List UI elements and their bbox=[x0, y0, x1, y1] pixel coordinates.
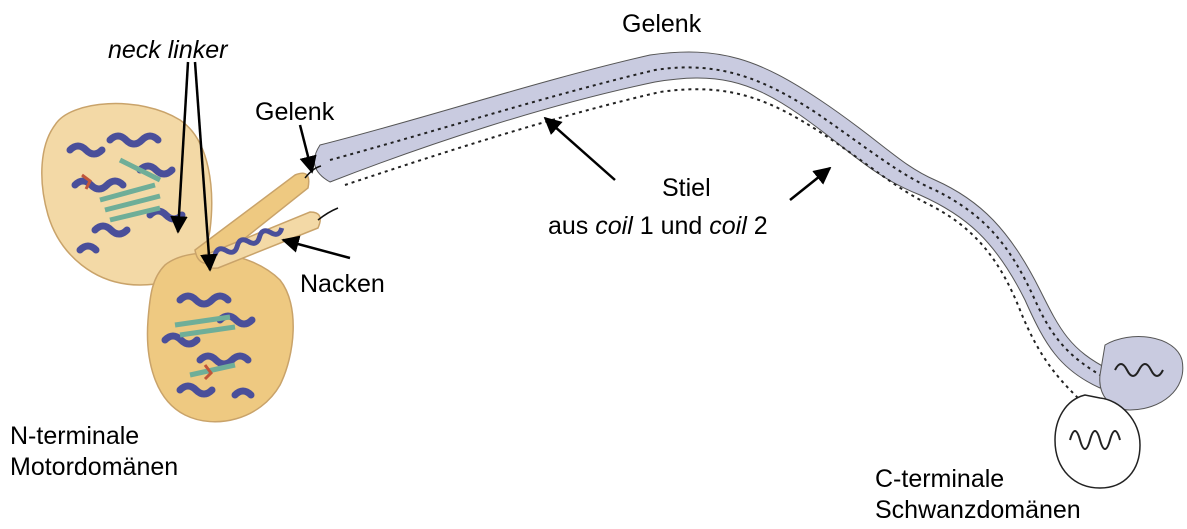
label-stalk-line1: Stiel bbox=[662, 174, 711, 202]
label-motor-line2: Motordomänen bbox=[10, 453, 178, 481]
neck-region bbox=[195, 173, 320, 268]
label-hinge-left: Gelenk bbox=[255, 98, 335, 126]
stalk-coil2: coil bbox=[709, 212, 748, 240]
label-tail-line2: Schwanzdomänen bbox=[875, 496, 1081, 524]
motor-domain-2 bbox=[147, 253, 293, 422]
label-tail-line1: C-terminale bbox=[875, 465, 1004, 493]
label-neck: Nacken bbox=[300, 270, 385, 298]
tail-domain-1 bbox=[1100, 337, 1183, 410]
arrow-neck bbox=[283, 240, 350, 258]
label-neck-linker: neck linker bbox=[108, 36, 229, 64]
stalk-mid: 1 und bbox=[633, 212, 709, 240]
label-motor-line1: N-terminale bbox=[10, 422, 139, 450]
arrow-stalk-coil1 bbox=[545, 118, 615, 180]
label-hinge-top: Gelenk bbox=[622, 10, 702, 38]
stalk-prefix: aus bbox=[548, 212, 595, 240]
stalk-coil1: coil bbox=[595, 212, 634, 240]
arrow-stalk-coil2 bbox=[790, 168, 830, 200]
label-stalk-line2: aus coil 1 und coil 2 bbox=[548, 212, 768, 240]
stalk-suffix: 2 bbox=[747, 212, 768, 240]
arrow-hinge-left bbox=[300, 125, 312, 172]
